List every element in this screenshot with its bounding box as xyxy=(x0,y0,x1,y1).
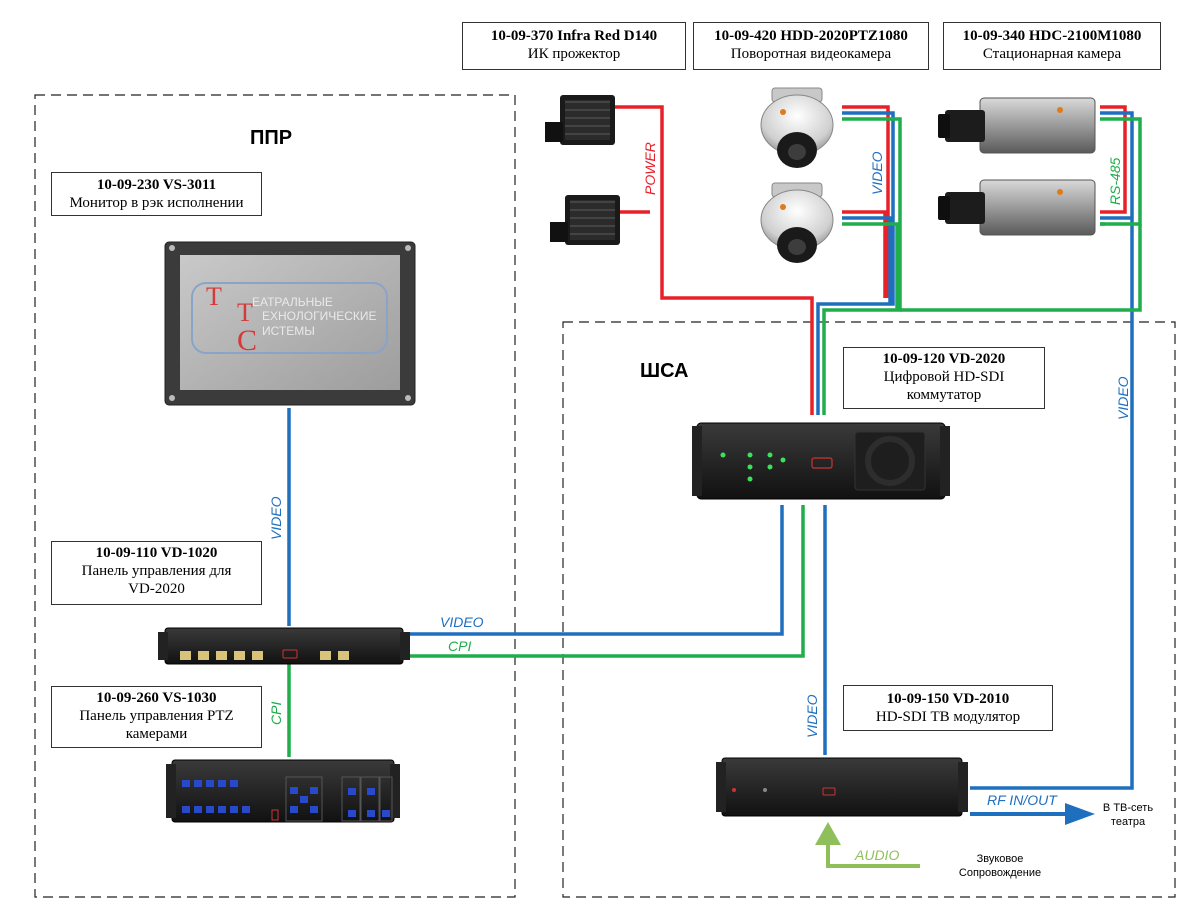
label-monitor-code: 10-09-230 VS-3011 xyxy=(96,177,217,193)
label-ptz-camera: 10-09-420 HDD-2020PTZ1080 Поворотная вид… xyxy=(693,22,929,70)
ptz-camera-2 xyxy=(760,182,834,263)
switcher-vd2020 xyxy=(692,422,950,500)
label-fixed-desc: Стационарная камера xyxy=(982,46,1122,62)
cpi-label-vertical: CPI xyxy=(268,702,284,725)
label-vd1020-desc: Панель управления для xyxy=(81,563,232,579)
zone-shsa-border xyxy=(562,321,1176,898)
power-cables xyxy=(615,105,1127,415)
label-vd1020-code: 10-09-110 VD-1020 xyxy=(95,545,218,561)
label-vd1020: 10-09-110 VD-1020 Панель управления для … xyxy=(51,541,262,605)
note-sound-line1: Звуковое xyxy=(976,853,1024,865)
label-switcher-desc: Цифровой HD-SDI xyxy=(883,369,1005,385)
label-vd1020-desc2: VD-2020 xyxy=(128,581,185,597)
panel-vs1030 xyxy=(166,759,400,823)
label-vs1030-desc2: камерами xyxy=(125,726,188,742)
note-tv-network-line2: театра xyxy=(1110,816,1146,829)
note-tv-network: В ТВ-сеть театра xyxy=(1093,801,1163,830)
cpi-label-horizontal: CPI xyxy=(448,638,471,654)
ir-illuminator-1 xyxy=(545,95,615,145)
label-ir-desc: ИК прожектор xyxy=(527,46,621,62)
video-label-horizontal: VIDEO xyxy=(440,614,484,630)
video-label-modulator: VIDEO xyxy=(804,694,820,738)
logo-line-1: ЕАТРАЛЬНЫЕ xyxy=(252,295,333,309)
label-vs1030-code: 10-09-260 VS-1030 xyxy=(96,690,217,706)
ir-illuminator-2 xyxy=(550,195,620,245)
note-tv-network-line1: В ТВ-сеть xyxy=(1102,802,1154,814)
logo-letter-t2: Т xyxy=(237,298,253,327)
ptz-camera-1 xyxy=(760,87,834,168)
logo-line-2: ЕХНОЛОГИЧЕСКИЕ xyxy=(262,309,377,323)
label-ir-code: 10-09-370 Infra Red D140 xyxy=(490,28,658,44)
label-monitor-desc: Монитор в рэк исполнении xyxy=(69,195,244,211)
label-modulator: 10-09-150 VD-2010 HD-SDI ТВ модулятор xyxy=(843,685,1053,731)
audio-label: AUDIO xyxy=(854,847,899,863)
power-label: POWER xyxy=(642,142,658,195)
video-label-right: VIDEO xyxy=(1115,376,1131,420)
label-modulator-desc: HD-SDI ТВ модулятор xyxy=(875,709,1021,725)
label-ptz-desc: Поворотная видеокамера xyxy=(730,46,892,62)
label-fixed-code: 10-09-340 HDC-2100M1080 xyxy=(962,28,1142,44)
rs485-label: RS-485 xyxy=(1107,157,1123,205)
label-modulator-code: 10-09-150 VD-2010 xyxy=(886,691,1010,707)
panel-vd1020 xyxy=(158,627,410,665)
fixed-camera-1 xyxy=(938,97,1096,154)
rf-arrow xyxy=(970,803,1095,825)
label-switcher: 10-09-120 VD-2020 Цифровой HD-SDI коммут… xyxy=(843,347,1045,409)
logo-line-3: ИСТЕМЫ xyxy=(262,324,315,338)
label-ir-illuminator: 10-09-370 Infra Red D140 ИК прожектор xyxy=(462,22,686,70)
label-fixed-camera: 10-09-340 HDC-2100M1080 Стационарная кам… xyxy=(943,22,1161,70)
logo-letter-s: С xyxy=(237,324,257,357)
modulator-vd2010 xyxy=(716,757,968,817)
video-label-cameras: VIDEO xyxy=(869,151,885,195)
fixed-camera-2 xyxy=(938,179,1096,236)
label-switcher-code: 10-09-120 VD-2020 xyxy=(882,351,1006,367)
zone-ppr-title: ППР xyxy=(250,127,293,149)
note-sound: Звуковое Сопровождение xyxy=(950,852,1050,881)
note-sound-line2: Сопровождение xyxy=(958,867,1042,880)
rf-label: RF IN/OUT xyxy=(987,792,1058,808)
label-vs1030: 10-09-260 VS-1030 Панель управления PTZ … xyxy=(51,686,262,748)
rack-monitor xyxy=(164,241,416,406)
label-monitor: 10-09-230 VS-3011 Монитор в рэк исполнен… xyxy=(51,172,262,216)
video-cables xyxy=(287,111,1134,790)
logo-letter-t1: Т xyxy=(206,282,222,311)
label-vs1030-desc: Панель управления PTZ xyxy=(79,708,234,724)
zone-ppr-border xyxy=(34,94,516,898)
label-ptz-code: 10-09-420 HDD-2020PTZ1080 xyxy=(714,28,908,44)
label-switcher-desc2: коммутатор xyxy=(906,387,982,403)
audio-arrow xyxy=(815,822,920,868)
data-cables xyxy=(287,117,1142,757)
zone-shsa-title: ШСА xyxy=(640,360,689,382)
video-label-monitor: VIDEO xyxy=(268,496,284,540)
